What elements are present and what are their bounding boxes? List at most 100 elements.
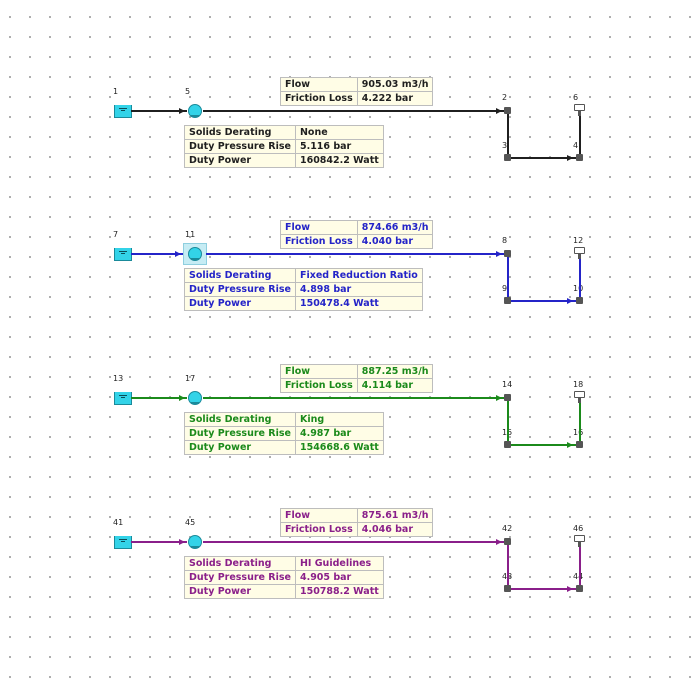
elbow-icon[interactable] bbox=[504, 441, 511, 448]
discharge-pipe[interactable] bbox=[203, 397, 505, 399]
power-value: 150788.2 Watt bbox=[294, 584, 384, 599]
elbow-icon[interactable] bbox=[504, 538, 511, 545]
outlet-icon[interactable] bbox=[574, 535, 585, 542]
outlet-riser-pipe[interactable] bbox=[579, 259, 581, 297]
tank-icon[interactable] bbox=[114, 536, 132, 549]
node-label-bend3: 4 bbox=[573, 141, 579, 150]
flow-arrow-icon bbox=[496, 395, 502, 401]
solids-label: Solids Derating bbox=[184, 125, 296, 140]
outlet-stem bbox=[578, 541, 581, 547]
outlet-icon[interactable] bbox=[574, 104, 585, 111]
flow-value: 875.61 m3/h bbox=[356, 508, 434, 523]
bottom-pipe[interactable] bbox=[511, 157, 577, 159]
power-label: Duty Power bbox=[184, 153, 296, 168]
flow-arrow-icon bbox=[179, 539, 185, 545]
friction-value: 4.222 bar bbox=[356, 91, 434, 106]
riser-pipe[interactable] bbox=[507, 114, 509, 154]
flow-value: 874.66 m3/h bbox=[356, 220, 434, 235]
outlet-icon[interactable] bbox=[574, 391, 585, 398]
pump-icon[interactable] bbox=[188, 104, 202, 118]
friction-label: Friction Loss bbox=[280, 234, 358, 249]
discharge-pipe[interactable] bbox=[203, 541, 505, 543]
node-label-bend3: 44 bbox=[573, 572, 583, 582]
suction-pipe[interactable] bbox=[131, 110, 187, 112]
elbow-icon[interactable] bbox=[504, 394, 511, 401]
flow-label: Flow bbox=[280, 77, 358, 92]
discharge-pipe[interactable] bbox=[203, 110, 505, 112]
pump-icon[interactable] bbox=[188, 391, 202, 405]
node-label-pump: 17 bbox=[185, 374, 196, 383]
pump-icon[interactable] bbox=[188, 247, 202, 261]
power-label: Duty Power bbox=[184, 296, 296, 311]
outlet-stem bbox=[578, 253, 581, 259]
node-label-tank: 41 bbox=[113, 518, 124, 527]
bottom-pipe[interactable] bbox=[511, 300, 577, 302]
pump-icon[interactable] bbox=[188, 535, 202, 549]
riser-pipe[interactable] bbox=[507, 257, 509, 297]
flow-arrow-icon bbox=[179, 395, 185, 401]
flow-arrow-icon bbox=[175, 251, 181, 257]
node-label-bend3: 16 bbox=[573, 428, 583, 438]
riser-pipe[interactable] bbox=[507, 401, 509, 441]
node-label-pump: 11 bbox=[185, 230, 196, 239]
flow-label: Flow bbox=[280, 220, 358, 235]
solids-value: None bbox=[294, 125, 384, 140]
bottom-pipe[interactable] bbox=[511, 588, 577, 590]
suction-pipe[interactable] bbox=[131, 397, 187, 399]
suction-pipe[interactable] bbox=[131, 253, 183, 255]
elbow-icon[interactable] bbox=[504, 250, 511, 257]
elbow-icon[interactable] bbox=[576, 441, 583, 448]
elbow-icon[interactable] bbox=[576, 297, 583, 304]
bottom-pipe[interactable] bbox=[511, 444, 577, 446]
elbow-icon[interactable] bbox=[504, 154, 511, 161]
pressure-value: 4.905 bar bbox=[294, 570, 384, 585]
outlet-riser-pipe[interactable] bbox=[579, 403, 581, 441]
flow-arrow-icon bbox=[567, 298, 573, 304]
discharge-pipe[interactable] bbox=[206, 253, 505, 255]
tank-icon[interactable] bbox=[114, 105, 132, 118]
node-label-outlet: 12 bbox=[573, 236, 584, 245]
outlet-icon[interactable] bbox=[574, 247, 585, 254]
friction-value: 4.046 bar bbox=[356, 522, 434, 537]
flow-arrow-icon bbox=[496, 108, 502, 114]
elbow-icon[interactable] bbox=[504, 585, 511, 592]
riser-pipe[interactable] bbox=[507, 545, 509, 585]
tank-icon[interactable] bbox=[114, 392, 132, 405]
elbow-icon[interactable] bbox=[576, 585, 583, 592]
node-label-bend1: 14 bbox=[502, 380, 513, 389]
outlet-stem bbox=[578, 397, 581, 403]
outlet-riser-pipe[interactable] bbox=[579, 116, 581, 154]
elbow-icon[interactable] bbox=[576, 154, 583, 161]
suction-pipe[interactable] bbox=[131, 541, 187, 543]
pressure-label: Duty Pressure Rise bbox=[184, 570, 296, 585]
pressure-label: Duty Pressure Rise bbox=[184, 426, 296, 441]
outlet-riser-pipe[interactable] bbox=[579, 547, 581, 585]
tank-icon[interactable] bbox=[114, 248, 132, 261]
elbow-icon[interactable] bbox=[504, 297, 511, 304]
elbow-icon[interactable] bbox=[504, 107, 511, 114]
power-label: Duty Power bbox=[184, 584, 296, 599]
